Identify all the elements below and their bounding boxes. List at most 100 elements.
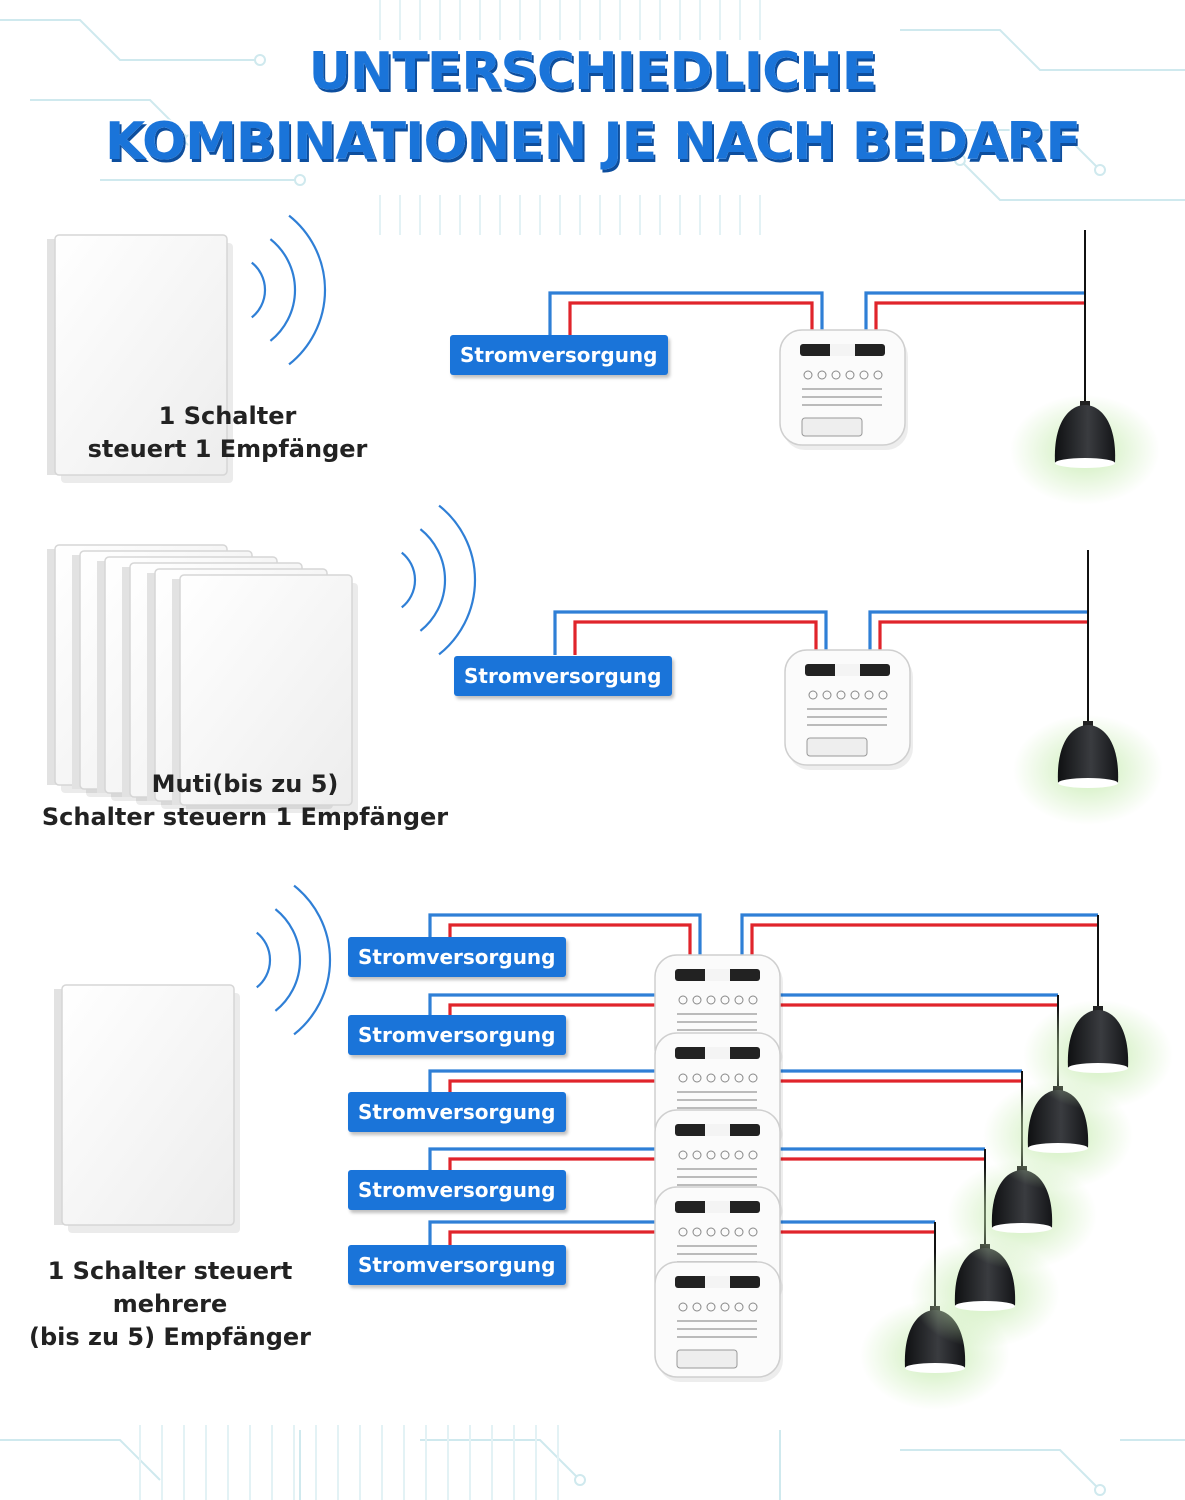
wall-switch-icon — [54, 984, 240, 1233]
circuit-node — [294, 174, 306, 186]
receiver-terminal-gap — [705, 1047, 730, 1059]
receiver-terminal-gap — [705, 1276, 730, 1288]
wire-red — [573, 620, 818, 655]
power-supply-label: Stromversorgung — [348, 1092, 566, 1132]
circuit-node — [184, 134, 196, 146]
power-supply-label: Stromversorgung — [348, 1170, 566, 1210]
signal-arc — [438, 504, 477, 656]
wire-blue — [740, 1069, 1022, 1113]
receiver-button — [676, 1349, 738, 1369]
receiver-body — [654, 1261, 781, 1378]
receiver-text-line — [677, 1245, 757, 1247]
receiver-terminal-gap — [705, 969, 730, 981]
caption-line: mehrere — [112, 1290, 228, 1318]
power-supply-label: Stromversorgung — [348, 1015, 566, 1055]
lamp-bulb-light — [992, 1223, 1052, 1233]
receiver-symbol — [706, 995, 716, 1005]
circuit-trace — [959, 159, 1185, 201]
receiver-symbol — [734, 1227, 744, 1237]
wireless-signal-icon — [251, 214, 327, 366]
circuit-node — [1094, 164, 1106, 176]
receiver-text-line — [807, 716, 887, 718]
wire-blue — [428, 913, 702, 957]
wire-blue — [740, 993, 1058, 1037]
receiver-symbol — [720, 1227, 730, 1237]
receiver-terminal-gap — [705, 1124, 730, 1136]
receiver-symbol — [748, 1073, 758, 1083]
receiver-symbol — [734, 995, 744, 1005]
receiver-text-line — [807, 724, 887, 726]
receiver-symbol — [836, 690, 846, 700]
receiver-symbol — [692, 1150, 702, 1160]
scenario-3-caption: 1 Schalter steuert mehrere (bis zu 5) Em… — [10, 1255, 330, 1354]
signal-arc — [256, 931, 272, 989]
receiver-terminal-gap — [835, 664, 860, 676]
lamp-bulb-light — [1068, 1063, 1128, 1073]
switch-face — [54, 234, 228, 476]
lamp-bulb-light — [1028, 1143, 1088, 1153]
circuit-node — [954, 154, 966, 166]
receiver-symbol — [748, 1227, 758, 1237]
wire-blue — [740, 913, 1098, 957]
signal-arc — [251, 261, 267, 319]
switch-face — [179, 574, 353, 806]
wireless-signal-icon — [401, 504, 477, 656]
wire-red — [568, 301, 814, 335]
receiver-symbol — [803, 370, 813, 380]
receiver-symbol — [678, 1302, 688, 1312]
receiver-symbol — [850, 690, 860, 700]
signal-arc — [288, 214, 327, 366]
receiver-symbol — [878, 690, 888, 700]
circuit-trace — [900, 29, 1185, 71]
wire-red — [750, 1157, 985, 1191]
receiver-terminal-gap — [705, 1201, 730, 1213]
receiver-text-line — [802, 396, 882, 398]
receiver-text-line — [677, 1176, 757, 1178]
scenario-1-caption: 1 Schalter steuert 1 Empfänger — [40, 400, 415, 466]
caption-line: Schalter steuern 1 Empfänger — [41, 803, 449, 831]
pendant-lamp-icon — [1010, 230, 1160, 505]
caption-line: steuert 1 Empfänger — [87, 435, 368, 463]
receiver-symbol — [720, 1150, 730, 1160]
lamp-shade — [1067, 1010, 1129, 1068]
receiver-text-line — [677, 1029, 757, 1031]
receiver-text-line — [677, 1184, 757, 1186]
receiver-symbol — [692, 995, 702, 1005]
receiver-button — [801, 417, 863, 437]
circuit-trace — [30, 99, 191, 141]
receiver-text-line — [677, 1091, 757, 1093]
wall-switch-icon — [172, 574, 358, 813]
lamp-bulb-light — [905, 1363, 965, 1373]
receiver-terminal-gap — [830, 344, 855, 356]
receiver-symbol — [822, 690, 832, 700]
power-supply-label: Stromversorgung — [348, 937, 566, 977]
receiver-symbol — [817, 370, 827, 380]
caption-line: 1 Schalter — [158, 402, 297, 430]
lamp-bulb-light — [1058, 778, 1118, 788]
wire-red — [878, 620, 1088, 655]
receiver-symbol — [706, 1150, 716, 1160]
signal-arc — [401, 551, 417, 609]
signal-arc — [269, 238, 297, 342]
receiver-symbol — [748, 1150, 758, 1160]
power-supply-label: Stromversorgung — [348, 1245, 566, 1285]
power-supply-label: Stromversorgung — [454, 656, 672, 696]
receiver-text-line — [802, 388, 882, 390]
receiver-symbol — [706, 1073, 716, 1083]
circuit-trace — [420, 1439, 581, 1481]
receiver-symbol — [678, 1227, 688, 1237]
receiver-symbol — [734, 1302, 744, 1312]
circuit-node — [254, 54, 266, 66]
receiver-button — [806, 737, 868, 757]
receiver-text-line — [677, 1107, 757, 1109]
wire-red — [750, 923, 1098, 957]
receiver-text-line — [677, 1021, 757, 1023]
caption-line: 1 Schalter steuert — [47, 1257, 293, 1285]
title-line-1: UNTERSCHIEDLICHE — [307, 41, 879, 104]
circuit-trace — [0, 19, 260, 61]
caption-line: Muti(bis zu 5) — [151, 770, 339, 798]
pendant-lamp-icon — [1023, 915, 1173, 1110]
receiver-body — [784, 649, 911, 766]
receiver-symbol — [678, 1073, 688, 1083]
